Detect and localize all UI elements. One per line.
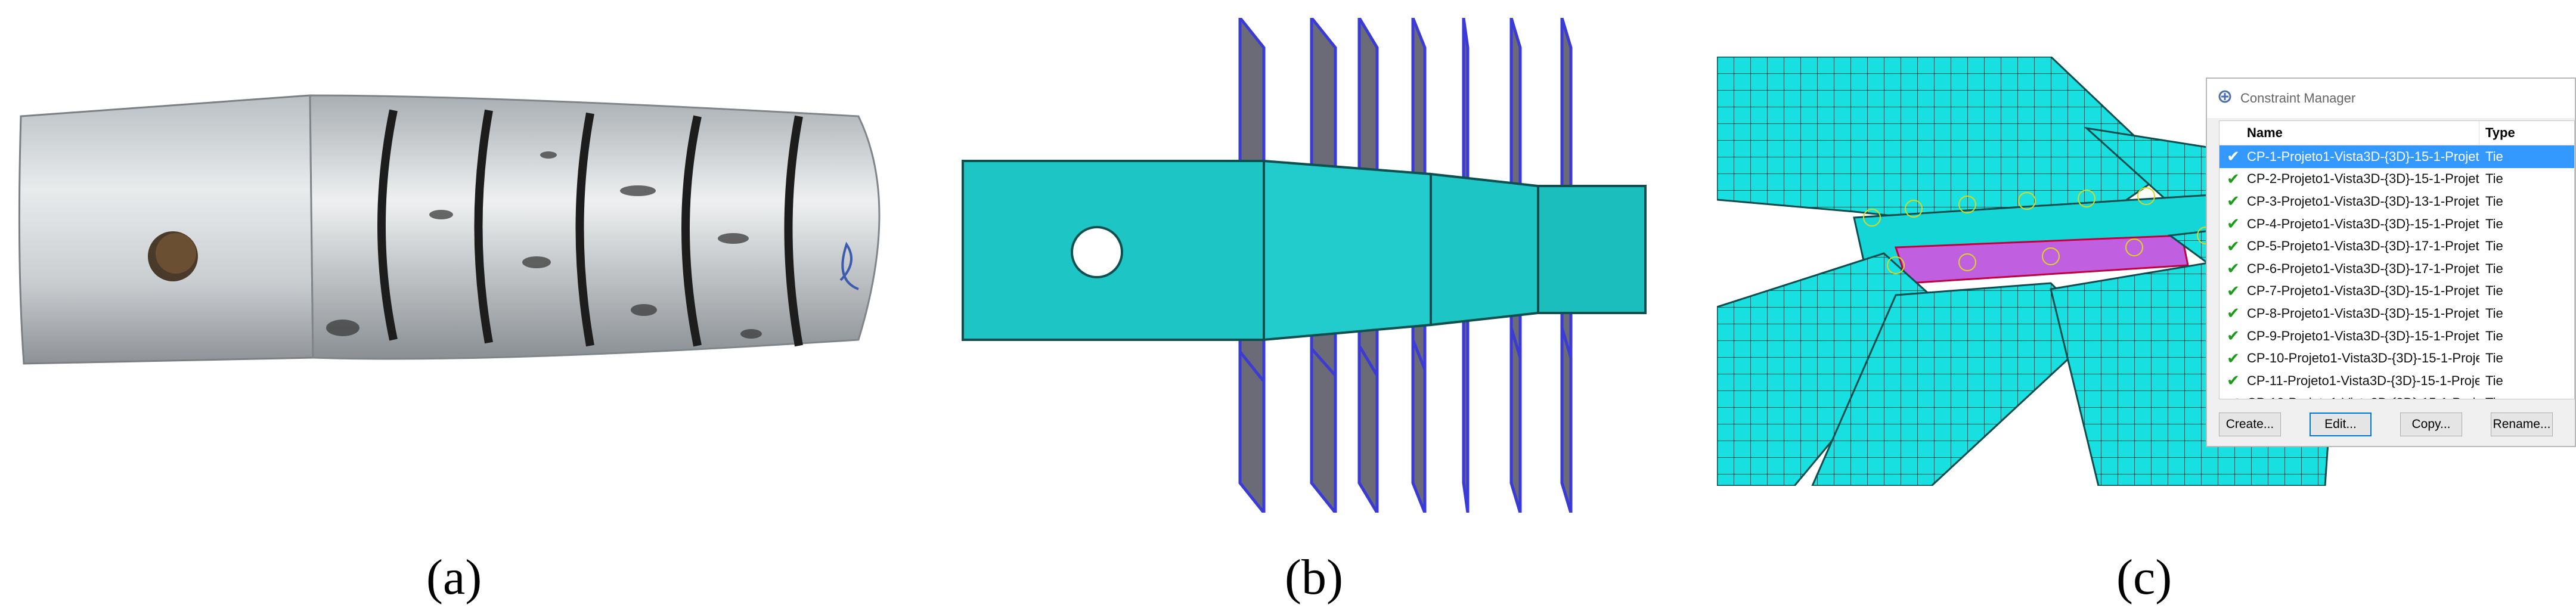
check-icon[interactable]: ✔ bbox=[2227, 349, 2240, 367]
check-icon[interactable]: ✔ bbox=[2227, 169, 2240, 188]
edit-button[interactable]: Edit... bbox=[2310, 413, 2372, 436]
constraint-list[interactable]: Name Type ✔ CP-1-Projeto1-Vista3D-{3D}-15… bbox=[2219, 120, 2575, 399]
constraint-type: Tie bbox=[2485, 373, 2503, 388]
constraint-type: Tie bbox=[2485, 305, 2503, 321]
table-row[interactable]: ✔ CP-2-Projeto1-Vista3D-{3D}-15-1-Projet T… bbox=[2219, 168, 2574, 191]
dialog-titlebar[interactable]: Constraint Manager bbox=[2207, 79, 2575, 118]
create-button[interactable]: Create... bbox=[2219, 413, 2281, 436]
check-icon[interactable]: ✔ bbox=[2227, 371, 2240, 390]
constraint-name: CP-9-Projeto1-Vista3D-{3D}-15-1-Projet bbox=[2247, 328, 2479, 343]
constraint-name: CP-5-Projeto1-Vista3D-{3D}-17-1-Projet bbox=[2247, 238, 2479, 254]
check-icon[interactable]: ✔ bbox=[2227, 237, 2240, 255]
constraint-name: CP-6-Projeto1-Vista3D-{3D}-17-1-Projet bbox=[2247, 261, 2479, 276]
constraint-type: Tie bbox=[2485, 261, 2503, 276]
dialog-title: Constraint Manager bbox=[2240, 91, 2356, 106]
caption-b: (b) bbox=[1285, 550, 1343, 605]
table-row[interactable]: ✔ CP-9-Projeto1-Vista3D-{3D}-15-1-Projet T… bbox=[2219, 325, 2574, 348]
table-row[interactable]: ✔ CP-1-Projeto1-Vista3D-{3D}-15-1-Projet T… bbox=[2219, 145, 2574, 168]
check-icon[interactable]: ✔ bbox=[2227, 259, 2240, 278]
column-header-type[interactable]: Type bbox=[2485, 125, 2515, 140]
table-row[interactable]: ✔ CP-4-Projeto1-Vista3D-{3D}-15-1-Projet T… bbox=[2219, 213, 2574, 235]
specimen-photo bbox=[18, 94, 881, 365]
copy-button[interactable]: Copy... bbox=[2400, 413, 2462, 436]
constraint-name: CP-1-Projeto1-Vista3D-{3D}-15-1-Projet bbox=[2247, 148, 2479, 164]
cad-model bbox=[962, 18, 1647, 513]
check-icon[interactable]: ✔ bbox=[2227, 281, 2240, 300]
constraint-type: Tie bbox=[2485, 328, 2503, 343]
constraint-type: Tie bbox=[2479, 395, 2503, 399]
constraint-name: CP-3-Projeto1-Vista3D-{3D}-13-1-Projet bbox=[2247, 193, 2479, 209]
caption-a: (a) bbox=[426, 550, 482, 605]
constraint-type: Tie bbox=[2485, 351, 2503, 366]
constraint-type: Tie bbox=[2485, 216, 2503, 231]
table-row[interactable]: ✔ CP-6-Projeto1-Vista3D-{3D}-17-1-Projet T… bbox=[2219, 258, 2574, 280]
check-icon[interactable]: ✔ bbox=[2227, 327, 2240, 345]
caption-c: (c) bbox=[2116, 550, 2172, 605]
table-row[interactable]: ✔ CP-7-Projeto1-Vista3D-{3D}-15-1-Projet T… bbox=[2219, 280, 2574, 303]
table-row[interactable]: ✔ CP-3-Projeto1-Vista3D-{3D}-13-1-Projet T… bbox=[2219, 190, 2574, 213]
constraint-name: CP-8-Projeto1-Vista3D-{3D}-15-1-Projet bbox=[2247, 305, 2479, 321]
check-icon[interactable]: ✔ bbox=[2227, 147, 2240, 166]
table-row[interactable]: ✔ CP-5-Projeto1-Vista3D-{3D}-17-1-Projet T… bbox=[2219, 235, 2574, 258]
check-icon[interactable]: ✔ bbox=[2227, 192, 2240, 210]
rename-button[interactable]: Rename... bbox=[2491, 413, 2553, 436]
table-row[interactable]: ✔ CP-11-Projeto1-Vista3D-{3D}-15-1-Proje T… bbox=[2219, 370, 2574, 392]
constraint-name: CP-7-Projeto1-Vista3D-{3D}-15-1-Projet bbox=[2247, 283, 2479, 299]
constraint-type: Tie bbox=[2485, 238, 2503, 254]
constraint-name: CP-4-Projeto1-Vista3D-{3D}-15-1-Projet bbox=[2247, 216, 2479, 231]
constraint-manager-dialog: Constraint Manager Name Type ✔ CP-1-Proje… bbox=[2206, 77, 2576, 447]
constraint-type: Tie bbox=[2485, 283, 2503, 299]
column-header-name[interactable]: Name bbox=[2219, 121, 2479, 145]
list-header: Name Type bbox=[2219, 121, 2574, 145]
constraint-name: CP-11-Projeto1-Vista3D-{3D}-15-1-Proje bbox=[2247, 373, 2479, 388]
constraint-manager-icon bbox=[2218, 89, 2232, 107]
constraint-type: Tie bbox=[2485, 148, 2503, 164]
constraint-name: CP-10-Projeto1-Vista3D-{3D}-15-1-Projet bbox=[2247, 351, 2479, 366]
table-row[interactable]: ✔ CP-8-Projeto1-Vista3D-{3D}-15-1-Projet T… bbox=[2219, 302, 2574, 325]
constraint-name: CP-12-Projeto1-Vista3D-{3D}-15-1-Proje bbox=[2247, 395, 2479, 399]
check-icon[interactable]: ✔ bbox=[2219, 394, 2247, 399]
dialog-buttons: Create... Edit... Copy... Rename... bbox=[2219, 413, 2575, 436]
constraint-type: Tie bbox=[2485, 193, 2503, 209]
constraint-type: Tie bbox=[2485, 171, 2503, 187]
table-row[interactable]: ✔CP-12-Projeto1-Vista3D-{3D}-15-1-ProjeT… bbox=[2219, 392, 2574, 399]
table-row[interactable]: ✔ CP-10-Projeto1-Vista3D-{3D}-15-1-Projet… bbox=[2219, 347, 2574, 370]
constraint-name: CP-2-Projeto1-Vista3D-{3D}-15-1-Projet bbox=[2247, 171, 2479, 187]
check-icon[interactable]: ✔ bbox=[2227, 215, 2240, 233]
check-icon[interactable]: ✔ bbox=[2227, 304, 2240, 322]
